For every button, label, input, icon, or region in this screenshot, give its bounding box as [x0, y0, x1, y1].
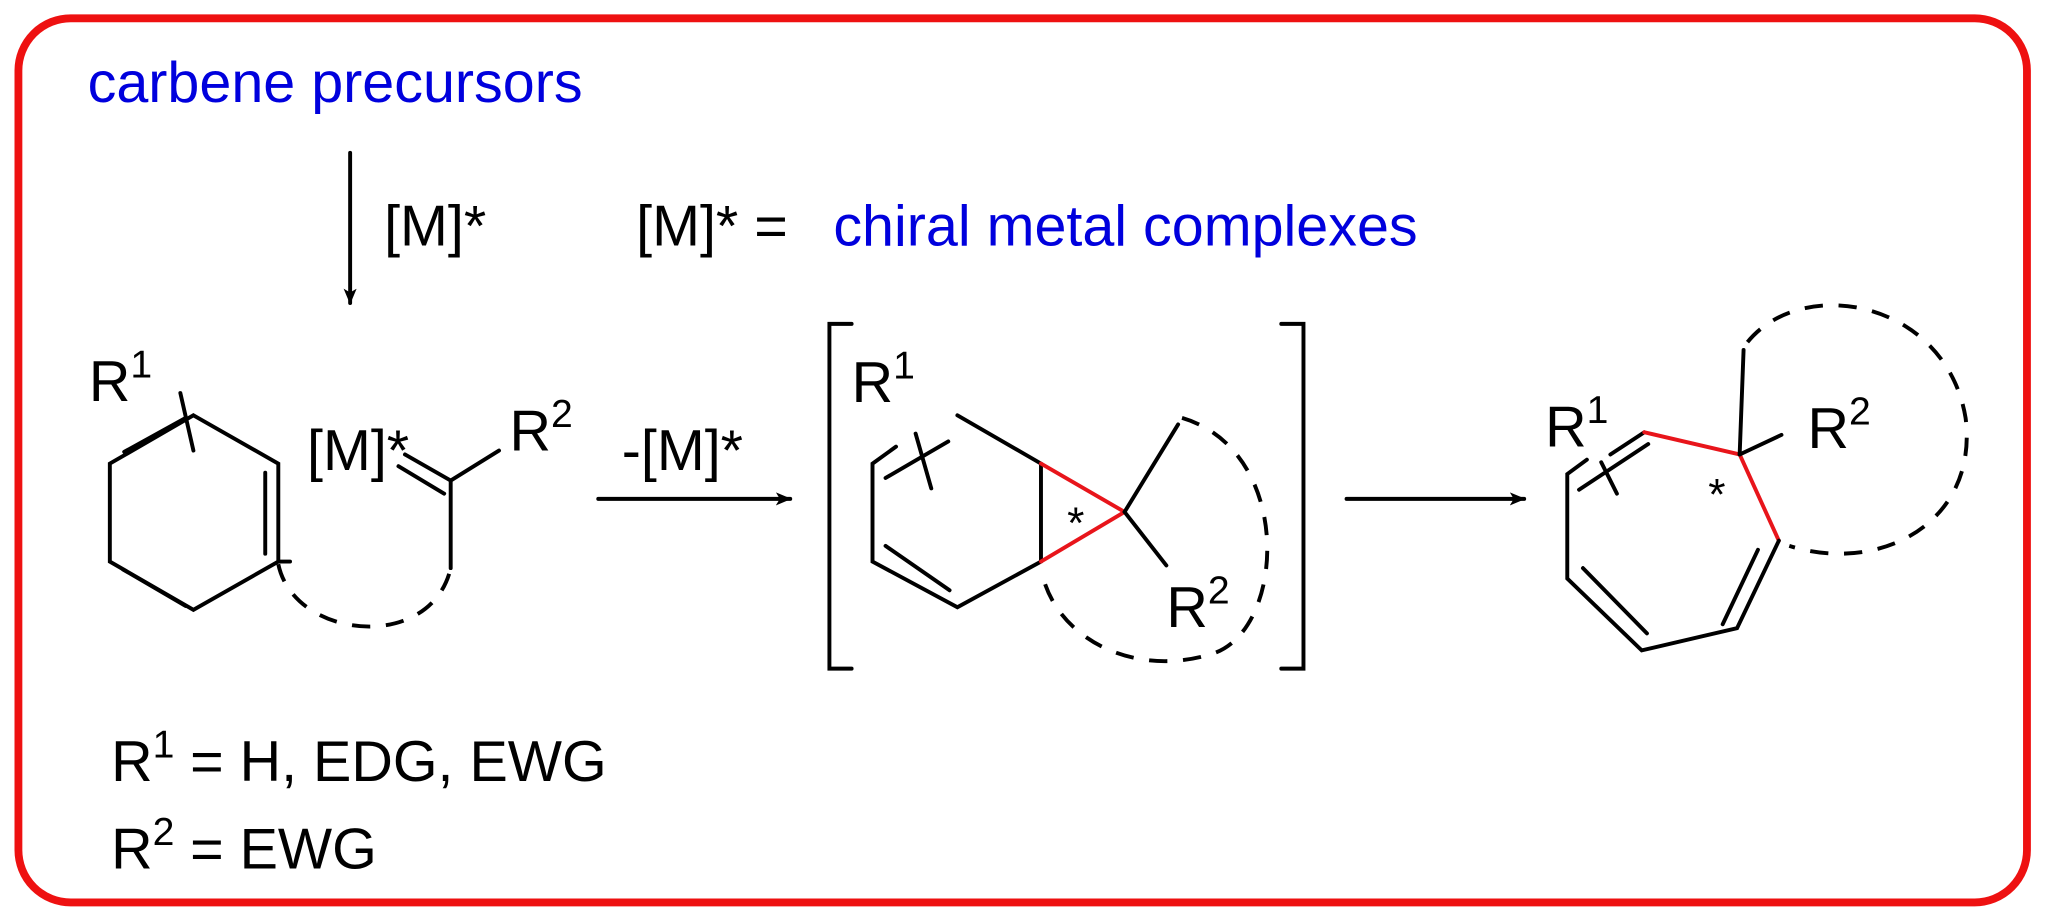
intermediate-r1: R1 — [852, 345, 915, 416]
intermediate-r2: R2 — [1166, 569, 1229, 640]
reactant-r1: R1 — [89, 343, 152, 414]
catalyst-definition-lhs: [M]* = — [636, 195, 788, 259]
product-stereocenter: * — [1708, 470, 1725, 519]
catalyst-definition-rhs: chiral metal complexes — [833, 195, 1417, 259]
reactant-structure: R1 [M]* R2 — [89, 343, 573, 629]
product-r2: R2 — [1808, 390, 1871, 461]
catalyst-label: [M]* — [384, 195, 486, 259]
reactant-metal: [M]* — [307, 419, 409, 483]
red-frame — [14, 14, 2031, 907]
definition-r2: R2= EWG — [111, 811, 377, 882]
definition-r1: R1= H, EDG, EWG — [111, 723, 607, 794]
arrow-1-label: -[M]* — [622, 419, 743, 483]
intermediate-structure: * R1 R2 — [827, 321, 1306, 671]
product-r1: R1 — [1545, 389, 1608, 460]
carbene-precursors-label: carbene precursors — [88, 51, 583, 115]
product-structure: * R1 R2 — [1545, 303, 1969, 653]
reactant-r2: R2 — [509, 393, 572, 464]
intermediate-stereocenter: * — [1067, 499, 1084, 548]
